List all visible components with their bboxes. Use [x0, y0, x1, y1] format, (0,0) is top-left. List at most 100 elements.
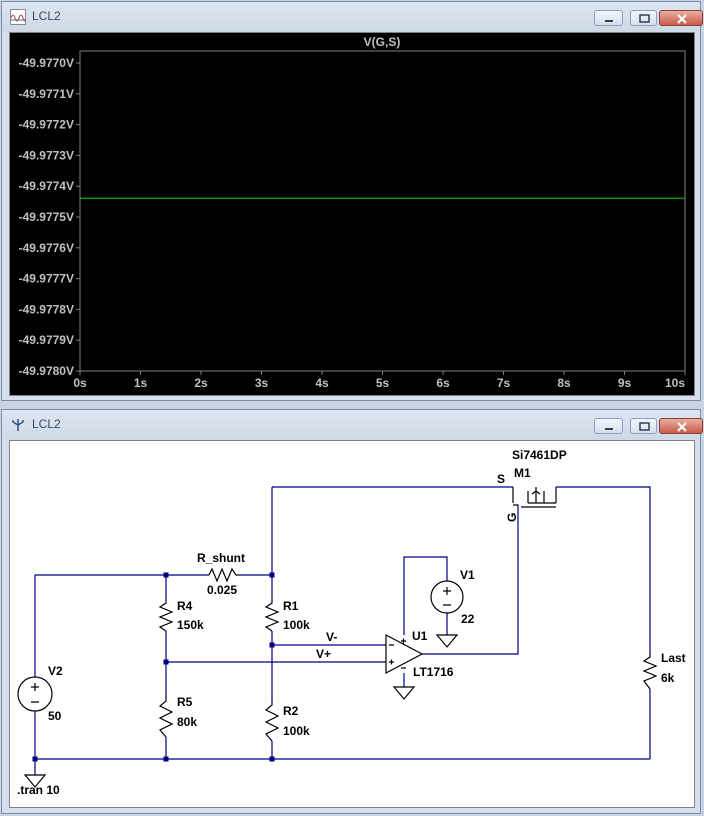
spice-directive[interactable]: .tran 10	[17, 783, 60, 797]
wire	[403, 556, 448, 635]
minimize-icon	[605, 20, 613, 22]
restore-icon	[639, 14, 650, 23]
junctions	[32, 572, 275, 762]
schematic-canvas[interactable]: Si7461DP M1 S G R_shunt 0.025 R4 150k R5…	[10, 441, 696, 809]
m1-source-pin-label: S	[497, 472, 505, 486]
close-button[interactable]	[659, 418, 703, 434]
x-tick-label: 8s	[557, 376, 571, 390]
plot-frame	[79, 50, 686, 372]
y-tick-label: -49.9777V	[19, 272, 74, 286]
resistor-r5[interactable]	[158, 695, 174, 738]
waveform-pane[interactable]: V(G,S) -49.9770V-49.9771V-49.9772V-49.97…	[9, 32, 695, 396]
y-axis: -49.9770V -49.9771V -49.9772V -49.9773V -49.…	[19, 56, 80, 378]
resistor-last[interactable]	[642, 653, 658, 690]
r5-name-label: R5	[177, 695, 193, 709]
ground-icon	[435, 634, 459, 648]
y-tick-label: -49.9778V	[19, 302, 74, 316]
m1-model-label: Si7461DP	[512, 448, 567, 462]
ground-icon	[23, 774, 47, 788]
x-tick-label: 9s	[618, 376, 632, 390]
schematic-icon	[12, 419, 24, 431]
waveform-icon	[10, 9, 26, 25]
junction-dot	[163, 659, 169, 665]
v1-name-label: V1	[460, 568, 475, 582]
restore-icon	[639, 422, 650, 431]
x-tick-label: 5s	[376, 376, 390, 390]
voltage-source-v2[interactable]	[17, 676, 53, 712]
close-button[interactable]	[659, 10, 703, 26]
x-tick-label: 10s	[665, 376, 685, 390]
junction-dot	[269, 572, 275, 578]
junction-dot	[269, 642, 275, 648]
minimize-button[interactable]	[594, 10, 623, 26]
r1-value-label: 100k	[283, 618, 310, 632]
r4-name-label: R4	[177, 599, 193, 613]
x-tick-label: 3s	[255, 376, 269, 390]
mosfet-m1[interactable]	[512, 487, 557, 508]
r2-value-label: 100k	[283, 724, 310, 738]
wire	[556, 486, 651, 653]
r1-name-label: R1	[283, 599, 299, 613]
m1-gate-pin-label: G	[505, 513, 519, 522]
y-tick-label: -49.9776V	[19, 241, 74, 255]
x-tick-label: 4s	[315, 376, 329, 390]
resistor-r1[interactable]	[264, 599, 280, 632]
window-title: LCL2	[32, 417, 61, 431]
r4-value-label: 150k	[177, 618, 204, 632]
rshunt-value-label: 0.025	[207, 583, 237, 597]
y-tick-label: -49.9770V	[19, 56, 74, 70]
y-tick-label: -49.9771V	[19, 87, 74, 101]
v2-name-label: V2	[48, 664, 63, 678]
junction-dot	[163, 756, 169, 762]
restore-button[interactable]	[630, 10, 657, 26]
x-tick-label: 2s	[194, 376, 208, 390]
u1-name-label: U1	[412, 629, 428, 643]
rshunt-name-label: R_shunt	[197, 551, 245, 565]
opamp-u1[interactable]	[385, 634, 424, 674]
window-titlebar[interactable]: LCL2	[2, 2, 703, 32]
r5-value-label: 80k	[177, 715, 197, 729]
minimize-button[interactable]	[594, 418, 623, 434]
close-icon	[677, 14, 687, 24]
restore-button[interactable]	[630, 418, 657, 434]
v2-value-label: 50	[48, 709, 62, 723]
trace-label[interactable]: V(G,S)	[364, 35, 401, 49]
y-tick-label: -49.9774V	[19, 179, 74, 193]
v1-value-label: 22	[461, 612, 475, 626]
m1-name-label: M1	[514, 466, 531, 480]
resistor-r2[interactable]	[264, 701, 280, 742]
window-titlebar[interactable]: LCL2	[2, 410, 703, 440]
x-tick-label: 1s	[134, 376, 148, 390]
close-icon	[677, 422, 687, 432]
x-axis: 0s 1s 2s 3s 4s 5s 6s 7s 8s 9s 10s	[73, 371, 686, 390]
x-tick-label: 6s	[436, 376, 450, 390]
x-tick-label: 0s	[73, 376, 87, 390]
junction-dot	[269, 756, 275, 762]
junction-dot	[163, 572, 169, 578]
voltage-source-v1[interactable]	[430, 580, 464, 614]
wires	[34, 486, 651, 775]
schematic-pane[interactable]: Si7461DP M1 S G R_shunt 0.025 R4 150k R5…	[9, 440, 695, 808]
u1-model-label: LT1716	[413, 665, 454, 679]
waveform-plot[interactable]: V(G,S) -49.9770V-49.9771V-49.9772V-49.97…	[10, 33, 696, 397]
schematic-window: LCL2	[1, 409, 703, 814]
window-title: LCL2	[32, 9, 61, 23]
waveform-window: LCL2 V(G,S) -49.9770V-49.9771V-49.9772V-…	[1, 1, 703, 401]
last-name-label: Last	[661, 651, 686, 665]
y-tick-label: -49.9775V	[19, 210, 74, 224]
y-tick-label: -49.9773V	[19, 148, 74, 162]
wire	[422, 506, 519, 655]
vplus-net-label: V+	[316, 647, 331, 661]
y-tick-label: -49.9779V	[19, 333, 74, 347]
resistor-r4[interactable]	[158, 599, 174, 632]
r2-name-label: R2	[283, 704, 299, 718]
x-tick-label: 7s	[497, 376, 511, 390]
y-tick-label: -49.9772V	[19, 118, 74, 132]
last-value-label: 6k	[661, 671, 675, 685]
ground-icon	[392, 686, 416, 700]
minimize-icon	[605, 428, 613, 430]
vminus-net-label: V-	[326, 630, 337, 644]
junction-dot	[32, 756, 38, 762]
y-tick-label: -49.9780V	[19, 364, 74, 378]
resistor-rshunt[interactable]	[208, 567, 239, 583]
